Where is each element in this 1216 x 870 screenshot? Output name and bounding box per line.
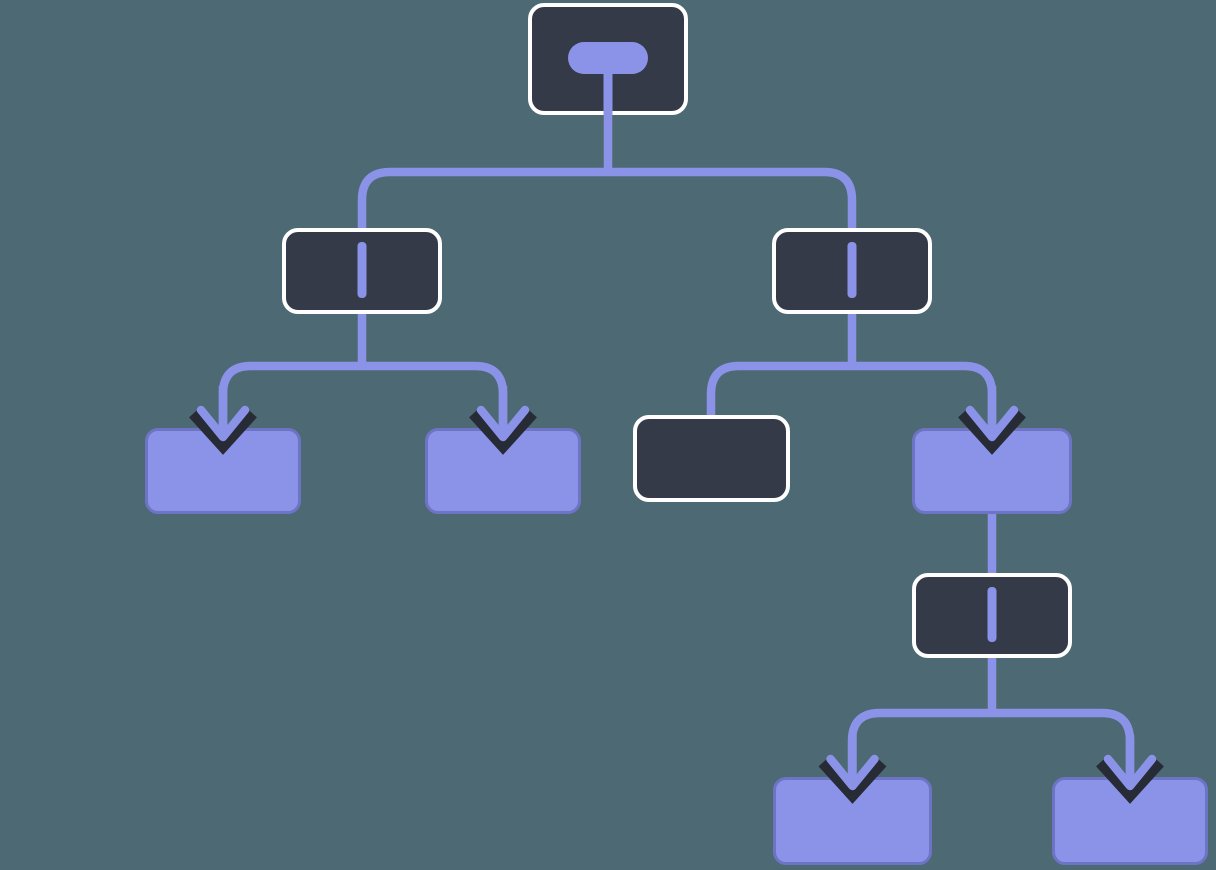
node-branch-left[interactable] [282, 228, 442, 314]
node-plain-1[interactable] [633, 415, 790, 502]
node-leaf-4[interactable] [773, 777, 932, 865]
pass-through-bar-icon [357, 242, 367, 298]
root-pill-icon [568, 42, 648, 74]
node-branch-right[interactable] [772, 228, 932, 314]
node-leaf-3[interactable] [912, 428, 1072, 514]
node-leaf-1[interactable] [145, 428, 301, 514]
node-leaf-5[interactable] [1052, 777, 1208, 865]
root-stem-icon [603, 67, 613, 115]
node-root[interactable] [528, 3, 688, 115]
node-branch-bottom[interactable] [912, 573, 1072, 658]
pass-through-bar-icon [847, 242, 857, 298]
pass-through-bar-icon [987, 587, 997, 642]
node-leaf-2[interactable] [425, 428, 581, 514]
